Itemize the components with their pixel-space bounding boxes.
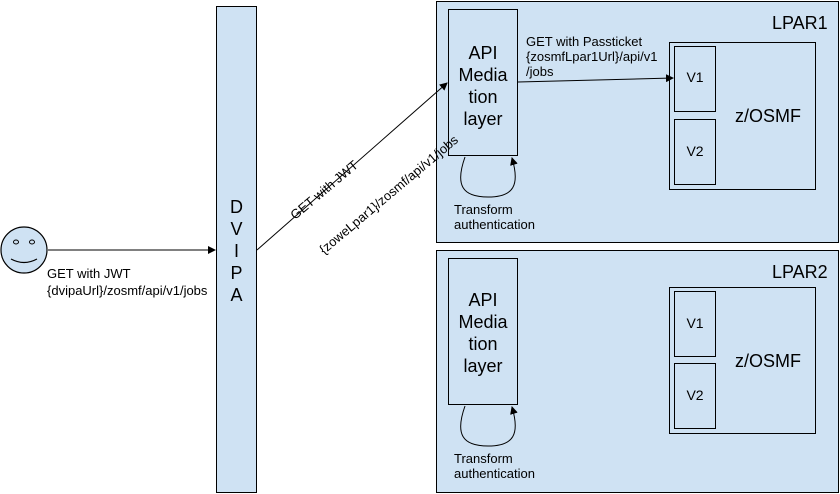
- lpar1-title: LPAR1: [772, 13, 828, 33]
- dvipa-bar: [216, 6, 257, 493]
- lpar2-v2-label: V2: [686, 387, 704, 403]
- lpar1-v2-box: [674, 119, 716, 185]
- lpar2-v2-box: [674, 363, 716, 429]
- lpar1-request-label: GET with Passticket {zosmfLpar1Url}/api/…: [526, 34, 658, 79]
- lpar1-v1-label: V1: [686, 69, 704, 85]
- smiley-face-icon: [0, 226, 48, 274]
- dvipa-label: D V I P A: [230, 197, 243, 305]
- lpar1-apiml-box: [448, 9, 518, 156]
- lpar2-transform-label: Transform authentication: [454, 451, 535, 481]
- dvipa-request-line1: GET with JWT: [287, 157, 361, 223]
- lpar2-title: LPAR2: [772, 262, 828, 282]
- lpar2-zosmf-label: z/OSMF: [735, 351, 801, 371]
- client-request-line1: GET with JWT: [47, 266, 131, 281]
- lpar1-apiml-label: API Media tion layer: [458, 43, 508, 129]
- lpar1-transform-label: Transform authentication: [454, 202, 535, 232]
- client-request-line2: {dvipaUrl}/zosmf/api/v1/jobs: [47, 283, 208, 298]
- lpar1-v2-label: V2: [686, 143, 704, 159]
- lpar2-v1-box: [674, 291, 716, 357]
- lpar1-zosmf-label: z/OSMF: [735, 106, 801, 126]
- lpar2-apiml-box: [448, 258, 518, 405]
- lpar1-v1-box: [674, 46, 716, 112]
- lpar2-v1-label: V1: [686, 315, 704, 331]
- lpar2-apiml-label: API Media tion layer: [458, 290, 508, 376]
